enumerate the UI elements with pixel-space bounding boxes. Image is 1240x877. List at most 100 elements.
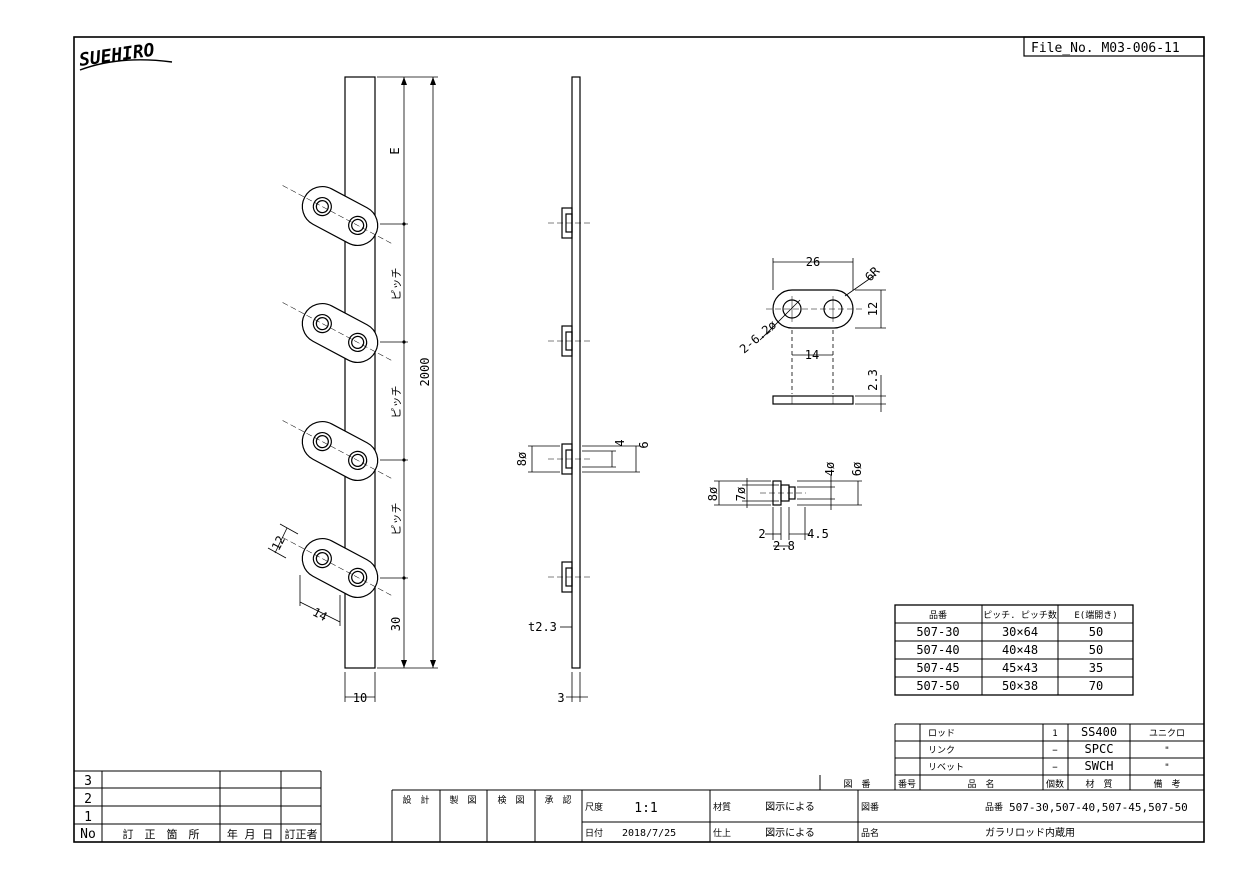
parts-material: SPCC [1085, 742, 1114, 756]
parts-note: ユニクロ [1149, 728, 1185, 739]
date-value: 2018/7/25 [622, 828, 676, 839]
rivet-dims [714, 475, 862, 547]
rev-header: 訂正者 [285, 827, 318, 841]
name-label: 品名 [861, 827, 879, 839]
rod-side-dims [528, 445, 640, 702]
spec-cell: 45×43 [1002, 661, 1038, 675]
spec-cell: 507-30 [916, 625, 959, 639]
parts-list [819, 723, 1204, 791]
dim-total: 2000 [418, 358, 432, 387]
spec-header-1: ピッチ. ピッチ数 [983, 609, 1057, 621]
spec-cell: 50 [1089, 643, 1103, 657]
rod-side-centerlines [548, 222, 592, 578]
parts-header-5: 備 考 [1153, 778, 1180, 790]
dim-slot-c-left: 14 [310, 605, 329, 624]
parts-header-2: 品 名 [967, 778, 994, 790]
rod-dim-ticks [401, 77, 436, 668]
rev-row: 3 [84, 774, 92, 789]
rod-dimensions [267, 76, 438, 702]
drawing-no-label: 図番 [861, 801, 879, 813]
rod-front-view [344, 76, 376, 669]
scale-label: 尺度 [585, 801, 603, 813]
spec-table [894, 604, 1134, 696]
dim-6r: 6R [862, 263, 883, 284]
dim-holes: 2-6.2ø [737, 318, 779, 357]
finish-label: 仕上 [713, 827, 731, 839]
parts-note: " [1164, 763, 1169, 773]
parts-name: リベット [928, 763, 964, 773]
spec-cell: 50×38 [1002, 679, 1038, 693]
file-no: File_No. M03-006-11 [1031, 41, 1180, 56]
scale-value: 1:1 [634, 801, 657, 816]
dim-r4: 4ø [823, 462, 837, 476]
link-3 [282, 420, 394, 481]
parts-note: " [1164, 746, 1169, 756]
parts-header-0: 図 番 [843, 778, 870, 790]
material-label: 材質 [713, 801, 731, 813]
sig-label: 検 図 [497, 794, 524, 806]
parts-material: SWCH [1085, 759, 1114, 773]
parts-qty: 1 [1052, 729, 1057, 739]
spec-cell: 70 [1089, 679, 1103, 693]
date-label: 日付 [585, 828, 603, 839]
rivet-detail [760, 480, 806, 506]
dim-thickness: t2.3 [528, 620, 557, 634]
dim-pitch-3: ピッチ [390, 503, 403, 536]
spec-cell: 30×64 [1002, 625, 1038, 639]
finish-value: 図示による [765, 827, 815, 839]
dim-r8: 8ø [706, 487, 720, 501]
link-detail [766, 289, 862, 405]
dim-r45: 4.5 [807, 527, 829, 541]
sig-label: 製 図 [449, 794, 476, 806]
dim-pin-8: 8ø [515, 452, 529, 466]
rod-side-view [561, 76, 581, 669]
dim-r6: 6ø [850, 462, 864, 476]
dim-r7: 7ø [734, 487, 748, 501]
dim-r28: 2.8 [773, 539, 795, 553]
parts-header-1: 番号 [898, 778, 916, 790]
dim-e: E [388, 147, 402, 154]
material-value: 図示による [765, 801, 815, 813]
rod-side-body [571, 76, 581, 669]
dim-pin-6: 6 [637, 441, 651, 448]
parts-header-3: 個数 [1046, 778, 1064, 790]
spec-cell: 507-50 [916, 679, 959, 693]
file-no-box: File_No. M03-006-11 [1023, 36, 1205, 57]
sig-label: 承 認 [544, 794, 571, 806]
link-1 [282, 185, 394, 246]
rod-body [344, 76, 376, 669]
dim-pin-4: 4 [613, 439, 627, 446]
rev-header: 訂 正 箇 所 [123, 827, 200, 841]
rev-row: 1 [84, 810, 92, 825]
parts-name: ロッド [928, 729, 955, 739]
part-no-value: 507-30,507-40,507-45,507-50 [1009, 801, 1188, 814]
spec-cell: 50 [1089, 625, 1103, 639]
part-no-label: 品番 [985, 801, 1003, 813]
parts-name: リンク [928, 745, 955, 756]
revision-block [74, 770, 322, 842]
dim-pitch-1: ピッチ [390, 268, 403, 301]
dim-slot-h-left: 12 [269, 533, 288, 552]
dim-pitch-2: ピッチ [390, 386, 403, 419]
dim-r2: 2 [758, 527, 765, 541]
dim-26: 26 [806, 255, 820, 269]
dim-width: 10 [353, 691, 367, 705]
spec-cell: 35 [1089, 661, 1103, 675]
parts-qty: − [1052, 746, 1058, 756]
spec-cell: 40×48 [1002, 643, 1038, 657]
sig-label: 設 計 [402, 794, 429, 806]
parts-header-4: 材 質 [1085, 778, 1112, 790]
spec-cell: 507-45 [916, 661, 959, 675]
rev-header: No [80, 827, 96, 842]
suehiro-logo: SUEHIRO [78, 40, 173, 71]
dim-14: 14 [805, 348, 819, 362]
parts-qty: − [1052, 763, 1058, 773]
sheet-border [73, 36, 1205, 843]
link-4 [282, 537, 394, 598]
dim-12: 12 [866, 302, 880, 316]
link-detail-dims [759, 258, 886, 412]
dim-side-w: 3 [557, 691, 564, 705]
parts-material: SS400 [1081, 725, 1117, 739]
rev-row: 2 [84, 792, 92, 807]
